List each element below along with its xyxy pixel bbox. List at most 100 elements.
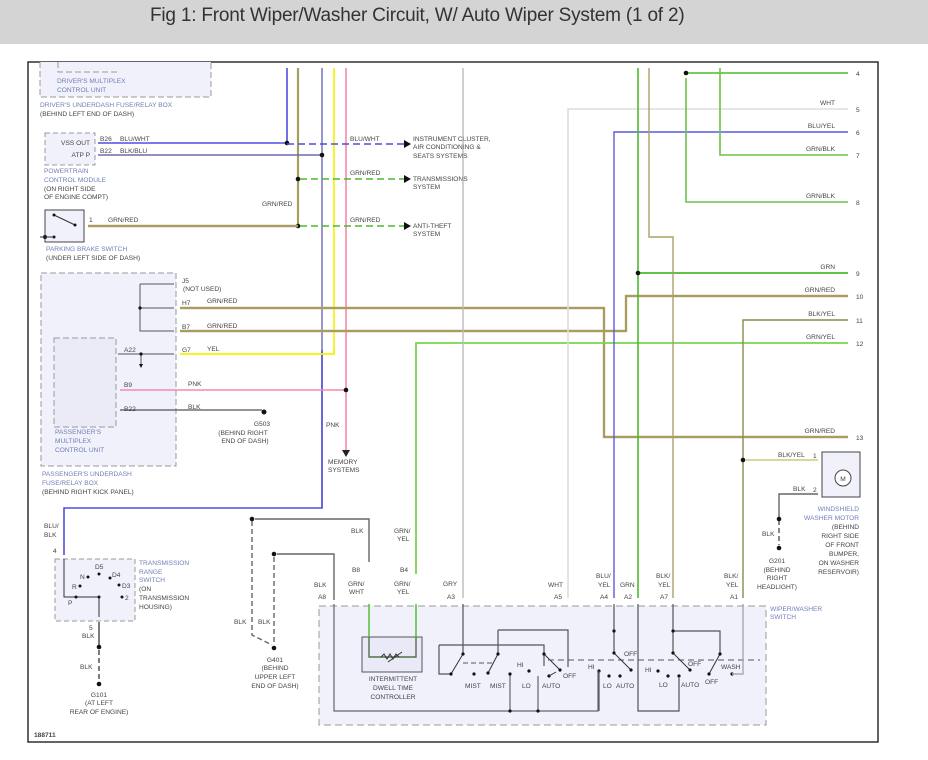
wire-blk-a8 xyxy=(277,553,335,600)
pos-d3: D3 xyxy=(122,583,131,590)
transmission-range-switch: D5 N D4 R D3 P 2 TRANSMISSION RANGE SWIT… xyxy=(54,558,189,622)
b7-wire: GRN/RED xyxy=(207,323,238,330)
motor-1-wire: BLK/YEL xyxy=(778,452,805,459)
trans-conn-4: 4 xyxy=(53,548,57,555)
wire-blk-b8 xyxy=(255,518,370,562)
motor-loc-6: RESERVOIR) xyxy=(818,569,859,576)
dest-antitheft-2: SYSTEM xyxy=(413,231,440,238)
idtc-label-3: CONTROLLER xyxy=(370,694,415,701)
splice-dot xyxy=(249,516,255,522)
b4-top-wire-1: GRN/ xyxy=(394,528,411,535)
pcm-pin-atp: ATP P xyxy=(72,152,91,159)
trans4-wire-1: BLU/ xyxy=(44,523,59,530)
pos-left-auto: AUTO xyxy=(542,683,560,690)
motor-loc-4: BUMPER, xyxy=(829,551,859,558)
motor-loc-1: (BEHIND xyxy=(832,524,859,531)
drivers-mcu-label-2: CONTROL UNIT xyxy=(57,87,106,94)
j5-not-used: (NOT USED) xyxy=(183,286,221,293)
arrow-icon xyxy=(404,222,411,230)
trs-loc-3: HOUSING) xyxy=(139,604,172,611)
continuation-number: 5 xyxy=(856,107,860,114)
pos-2: 2 xyxy=(125,595,129,602)
continuation-wire-label: GRN xyxy=(820,264,835,271)
g101-loc-1: (AT LEFT xyxy=(85,700,113,707)
to-antitheft-wire: GRN/RED xyxy=(350,217,381,224)
wire-bluyel xyxy=(613,131,848,598)
splice-dot xyxy=(635,270,641,276)
continuation-number: 10 xyxy=(856,294,864,301)
continuation-wire-label: GRN/RED xyxy=(805,287,836,294)
g101-loc-2: REAR OF ENGINE) xyxy=(70,709,129,716)
trs-loc-2: TRANSMISSION xyxy=(139,595,189,602)
pmcu-label-3: CONTROL UNIT xyxy=(55,447,104,454)
motor-loc-2: RIGHT SIDE xyxy=(821,533,859,540)
ground-g401-icon xyxy=(271,645,277,651)
pcm-label-2: CONTROL MODULE xyxy=(44,177,107,184)
g201-wire: BLK xyxy=(762,531,775,538)
pos-mist-1: MIST xyxy=(465,683,481,690)
pos-left-hi: HI xyxy=(517,662,524,669)
pcm-loc-2: OF ENGINE COMPT) xyxy=(44,194,108,201)
splice-dot xyxy=(319,152,325,158)
dest-trans-2: SYSTEM xyxy=(413,184,440,191)
pbox-label-1: PASSENGER'S UNDERDASH xyxy=(42,471,132,478)
memory-arrow-icon xyxy=(342,450,350,457)
g401-loc-2: UPPER LEFT xyxy=(255,674,296,681)
conn-b4: B4 xyxy=(400,567,408,574)
pmcu-label-2: MULTIPLEX xyxy=(55,438,92,445)
wire-grnblk-7 xyxy=(719,68,848,156)
splice-dot xyxy=(96,644,102,650)
diagram-frame xyxy=(27,61,879,743)
wire-blublk xyxy=(63,350,323,555)
dest-cluster-1: INSTRUMENT CLUSTER, xyxy=(413,136,491,143)
splice-dot xyxy=(683,70,689,76)
motor-label-1: WINDSHIELD xyxy=(818,506,860,513)
continuation-labels: 45WHT6BLU/YEL7GRN/BLK8GRN/BLK9GRN10GRN/R… xyxy=(805,71,864,442)
a1-wire-1: BLK/ xyxy=(724,573,738,580)
conn-a4: A4 xyxy=(600,594,608,601)
pos-mid-hi: HI xyxy=(588,664,595,671)
title-bar: Fig 1: Front Wiper/Washer Circuit, W/ Au… xyxy=(0,0,928,44)
a3-wire: GRY xyxy=(443,581,458,588)
a2-wire: GRN xyxy=(620,582,635,589)
g401-loc-3: END OF DASH) xyxy=(251,683,298,690)
trans4-wire-2: BLK xyxy=(44,532,57,539)
arrow-icon xyxy=(404,175,411,183)
conn-a5: A5 xyxy=(554,594,562,601)
pcm-b22-wire: BLK/BLU xyxy=(120,148,147,155)
wiper-switch-label-1: WIPER/WASHER xyxy=(770,606,822,613)
wire-blkyel-11 xyxy=(742,319,848,598)
pcm-b26-wire: BLU/WHT xyxy=(120,136,150,143)
trans-conn-5: 5 xyxy=(89,625,93,632)
pos-n: N xyxy=(80,574,85,581)
memory-dest-2: SYSTEMS xyxy=(328,467,360,474)
ground-g503-icon xyxy=(261,409,267,415)
continuation-wire-label: GRN/BLK xyxy=(806,193,836,200)
conn-b8: B8 xyxy=(352,567,360,574)
conn-b7: B7 xyxy=(182,324,190,331)
h7-wire: GRN/RED xyxy=(207,298,238,305)
trs-label-2: RANGE xyxy=(139,569,163,576)
continuation-number: 13 xyxy=(856,435,864,442)
idtc-label-2: DWELL TIME xyxy=(373,685,414,692)
g503-loc-1: (BEHIND RIGHT xyxy=(218,430,267,437)
continuation-number: 6 xyxy=(856,130,860,137)
g401-id: G401 xyxy=(267,657,283,664)
dest-trans-1: TRANSMISSIONS xyxy=(413,176,468,183)
pos-p: P xyxy=(68,600,73,607)
parking-label: PARKING BRAKE SWITCH xyxy=(46,246,127,253)
g101-wire: BLK xyxy=(80,664,93,671)
motor-label-2: WASHER MOTOR xyxy=(804,515,859,522)
a4-wire-1: BLU/ xyxy=(596,573,611,580)
motor-conn-2: 2 xyxy=(813,487,817,494)
to-cluster-wire: BLU/WHT xyxy=(350,136,380,143)
continuation-wire-label: WHT xyxy=(820,100,835,107)
b4-top-wire-2: YEL xyxy=(397,536,410,543)
continuation-wire-label: GRN/RED xyxy=(805,428,836,435)
dest-antitheft-1: ANTI-THEFT xyxy=(413,223,451,230)
pos-mid-auto: AUTO xyxy=(616,683,634,690)
pos-mid-lo: LO xyxy=(603,683,612,690)
conn-a3: A3 xyxy=(447,594,455,601)
pos-left-off: OFF xyxy=(563,673,576,680)
